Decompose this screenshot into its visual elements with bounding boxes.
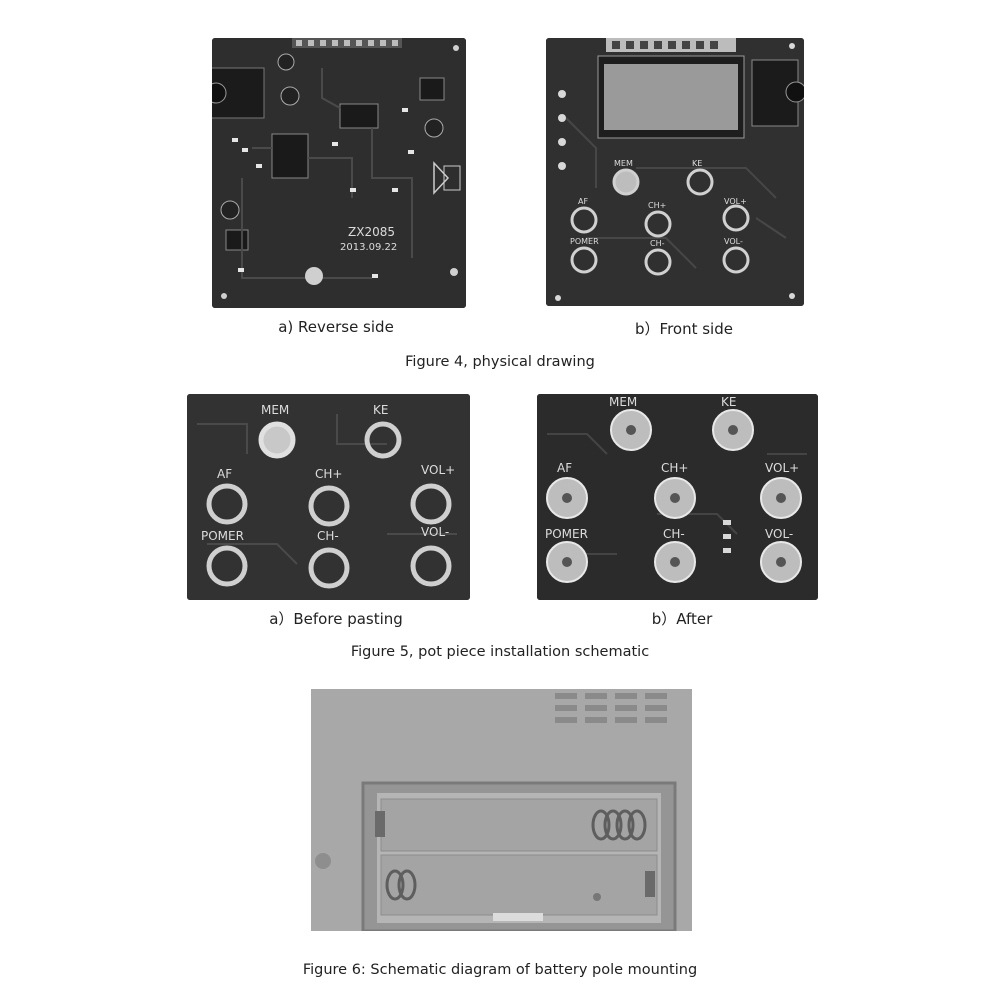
before-btn-ke: KE bbox=[373, 403, 388, 417]
fig4-caption-a: a) Reverse side bbox=[278, 318, 394, 336]
before-pasting-photo: MEM KE AF CH+ VOL+ POMER CH- VOL- bbox=[187, 394, 470, 600]
after-btn-ke: KE bbox=[721, 395, 736, 409]
front-btn-ke: KE bbox=[692, 159, 702, 168]
after-btn-vol-plus: VOL+ bbox=[765, 461, 799, 475]
before-btn-ch-plus: CH+ bbox=[315, 467, 342, 481]
reverse-side-pcb: ZX2085 2013.09.22 bbox=[212, 38, 466, 308]
fig4-title: Figure 4, physical drawing bbox=[405, 354, 595, 370]
before-btn-vol-plus: VOL+ bbox=[421, 463, 455, 477]
front-btn-mem: MEM bbox=[614, 159, 633, 168]
before-btn-power: POMER bbox=[201, 529, 244, 543]
after-pasting-pcb: MEM KE AF CH+ VOL+ POMER CH- VOL- bbox=[537, 394, 818, 600]
battery-compartment-drawing bbox=[311, 689, 692, 931]
after-pasting-photo: MEM KE AF CH+ VOL+ POMER CH- VOL- bbox=[537, 394, 818, 600]
before-btn-vol-minus: VOL- bbox=[421, 525, 449, 539]
before-btn-mem: MEM bbox=[261, 403, 289, 417]
fig4-caption-b: b）Front side bbox=[635, 320, 733, 338]
fig5-caption-a: a）Before pasting bbox=[269, 610, 403, 628]
after-btn-power: POMER bbox=[545, 527, 588, 541]
before-btn-ch-minus: CH- bbox=[317, 529, 339, 543]
before-btn-af: AF bbox=[217, 467, 232, 481]
after-btn-af: AF bbox=[557, 461, 572, 475]
fig5-title: Figure 5, pot piece installation schemat… bbox=[350, 644, 650, 660]
after-btn-mem: MEM bbox=[609, 395, 637, 409]
front-btn-vol-minus: VOL- bbox=[724, 237, 743, 246]
before-pasting-pcb: MEM KE AF CH+ VOL+ POMER CH- VOL- bbox=[187, 394, 470, 600]
fig5-caption-b: b）After bbox=[651, 610, 713, 628]
board-model-label: ZX2085 bbox=[348, 225, 395, 239]
battery-compartment-photo bbox=[311, 689, 692, 931]
after-btn-ch-plus: CH+ bbox=[661, 461, 688, 475]
front-btn-ch-minus: CH- bbox=[650, 239, 665, 248]
fig6-title: Figure 6: Schematic diagram of battery p… bbox=[302, 962, 698, 978]
front-side-pcb: MEM KE AF CH+ VOL+ POMER CH- VOL- bbox=[546, 38, 804, 306]
front-btn-vol-plus: VOL+ bbox=[724, 197, 747, 206]
after-btn-vol-minus: VOL- bbox=[765, 527, 793, 541]
board-date-label: 2013.09.22 bbox=[340, 242, 397, 253]
front-btn-ch-plus: CH+ bbox=[648, 201, 666, 210]
reverse-side-photo: ZX2085 2013.09.22 bbox=[212, 38, 466, 308]
front-btn-af: AF bbox=[578, 197, 588, 206]
after-btn-ch-minus: CH- bbox=[663, 527, 685, 541]
front-btn-power: POMER bbox=[570, 237, 599, 246]
front-side-photo: MEM KE AF CH+ VOL+ POMER CH- VOL- bbox=[546, 38, 804, 306]
